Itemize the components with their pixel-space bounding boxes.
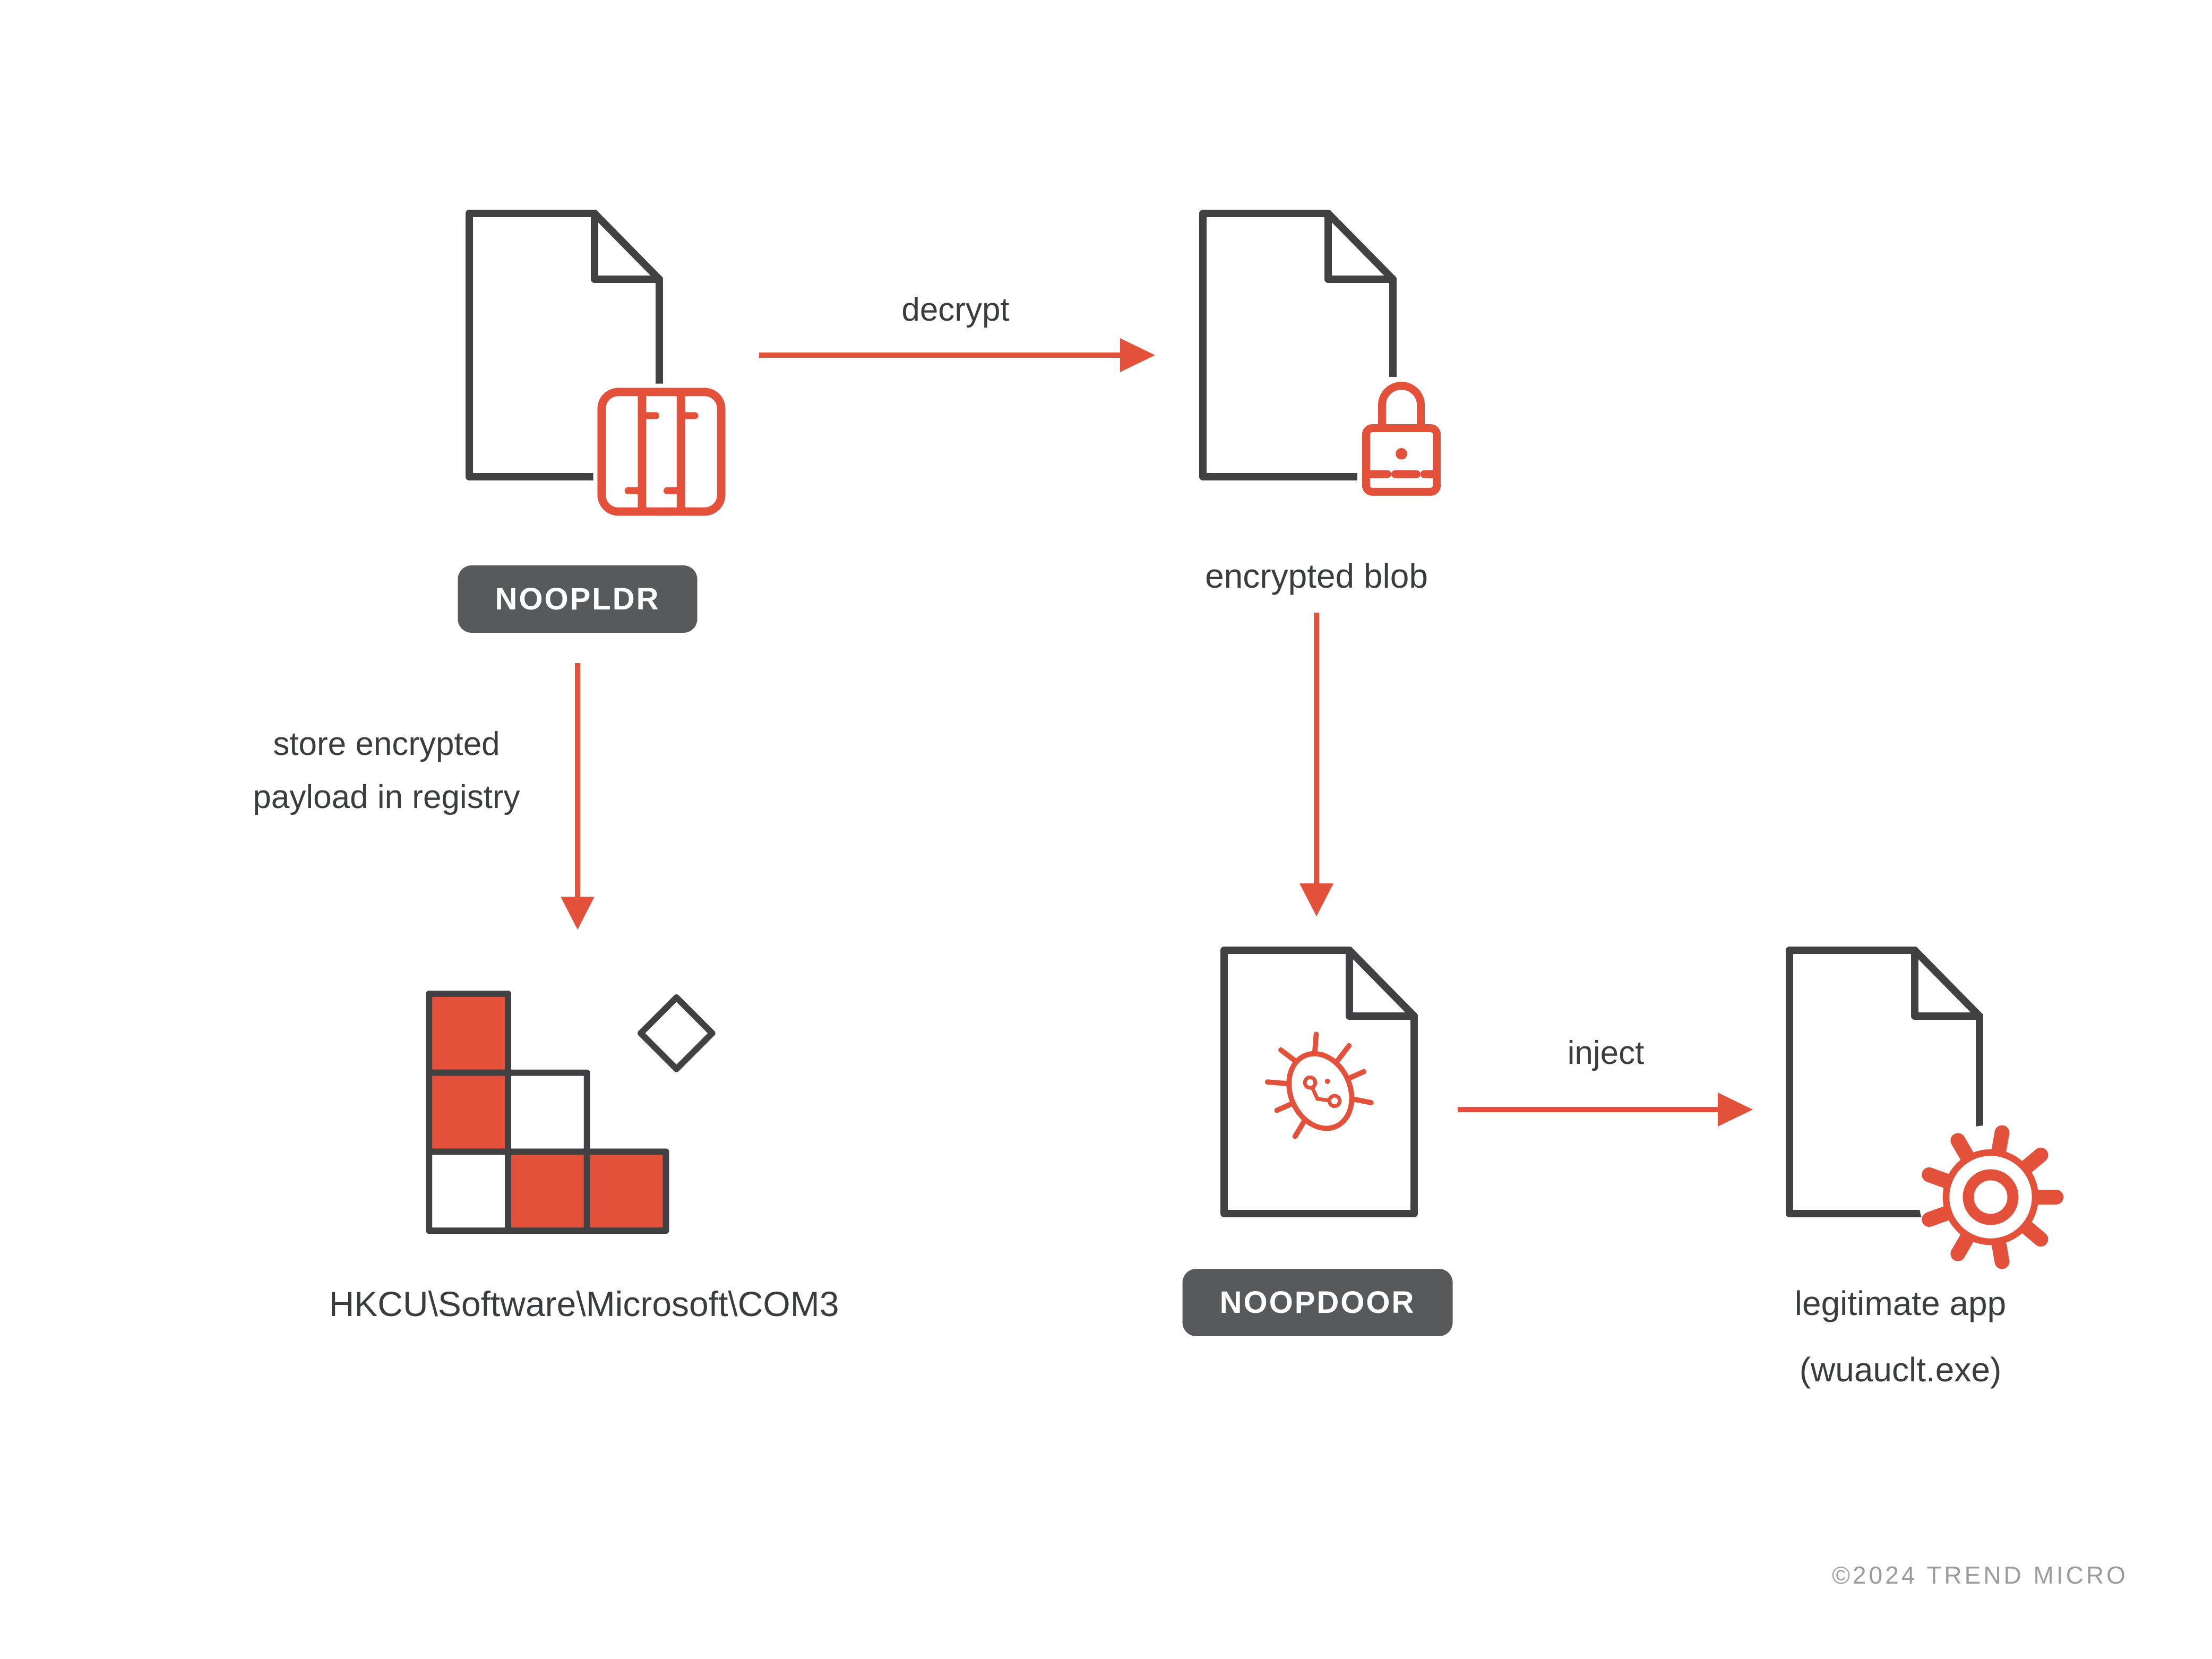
registry-path-label: HKCU\Software\Microsoft\COM3 bbox=[329, 1284, 839, 1323]
legitimate-app-label: legitimate app bbox=[1794, 1284, 2007, 1322]
legitimate-app-sublabel: (wuauclt.exe) bbox=[1799, 1351, 2002, 1389]
noopldr-badge: NOOPLDR bbox=[458, 565, 698, 633]
inject-arrow bbox=[1458, 1093, 1753, 1127]
store-arrow-label: store encrypted payload in registry bbox=[253, 718, 520, 824]
blob-to-noopdoor-arrow bbox=[1299, 613, 1333, 916]
decrypt-arrow bbox=[759, 338, 1155, 372]
dll-module-icon bbox=[593, 383, 730, 520]
noopdoor-badge: NOOPDOOR bbox=[1182, 1269, 1453, 1336]
registry-blocks-icon bbox=[426, 990, 716, 1234]
decrypt-arrow-label: decrypt bbox=[901, 291, 1010, 328]
encrypted-blob-label: encrypted blob bbox=[1205, 557, 1428, 595]
gear-icon bbox=[1918, 1125, 2064, 1269]
noopdoor-document-icon bbox=[1220, 947, 1418, 1217]
inject-arrow-label: inject bbox=[1567, 1035, 1645, 1071]
copyright-text: ©2024 TREND MICRO bbox=[1832, 1561, 2128, 1589]
store-arrow bbox=[561, 663, 595, 930]
padlock-icon bbox=[1357, 376, 1446, 501]
store-arrow-label-line2: payload in registry bbox=[253, 779, 520, 815]
bug-icon bbox=[1264, 1031, 1374, 1139]
store-arrow-label-line1: store encrypted bbox=[273, 726, 500, 762]
